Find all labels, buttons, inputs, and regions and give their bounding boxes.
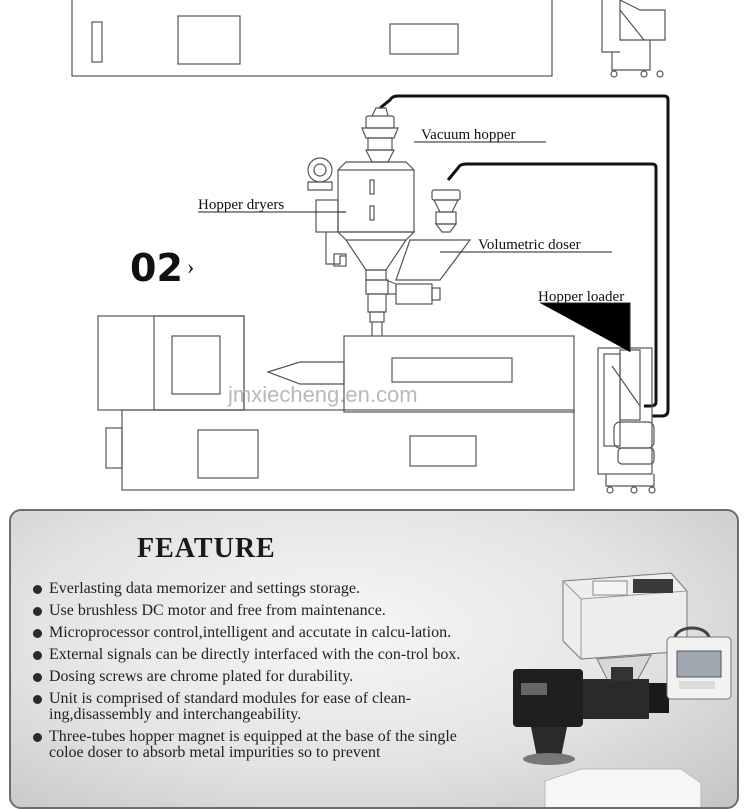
feature-item: Dosing screws are chrome plated for dura… — [33, 669, 493, 685]
volumetric-doser-unit-image — [513, 573, 687, 765]
feature-title: FEATURE — [137, 533, 276, 565]
feature-panel: FEATURE Everlasting data memorizer and s… — [9, 509, 739, 809]
watermark: jmxiecheng.en.com — [227, 382, 418, 407]
feature-item: Three-tubes hopper magnet is equipped at… — [33, 729, 493, 761]
conveying-hose-long — [380, 96, 668, 416]
feature-item: Microprocessor control,intelligent and a… — [33, 625, 493, 641]
leader-hopper-loader — [540, 303, 630, 352]
feature-item: External signals can be directly interfa… — [33, 647, 493, 663]
hopper-loader — [598, 340, 655, 493]
next-product-image-cropped — [545, 769, 701, 809]
control-box-image — [667, 628, 731, 699]
feature-item: Unit is comprised of standard modules fo… — [33, 691, 493, 723]
feature-item: Everlasting data memorizer and settings … — [33, 581, 493, 597]
label-hopper-dryers: Hopper dryers — [198, 197, 284, 213]
step-number: 02 — [130, 246, 183, 290]
feature-list: Everlasting data memorizer and settings … — [33, 581, 493, 767]
process-diagram: Vacuum hopper Hopper dryers Volumetric d… — [0, 0, 750, 500]
label-vacuum-hopper: Vacuum hopper — [421, 127, 516, 143]
conveying-hose-short — [448, 164, 656, 406]
volumetric-doser — [386, 190, 470, 304]
step-chevron: › — [187, 254, 194, 279]
label-hopper-loader: Hopper loader — [538, 289, 624, 305]
vacuum-hopper — [362, 108, 398, 162]
product-photo — [501, 551, 739, 809]
previous-step-machine — [72, 0, 665, 77]
feature-item: Use brushless DC motor and free from mai… — [33, 603, 493, 619]
label-volumetric-doser: Volumetric doser — [478, 237, 581, 253]
feed-throat — [366, 280, 388, 336]
hopper-dryer — [308, 158, 414, 280]
